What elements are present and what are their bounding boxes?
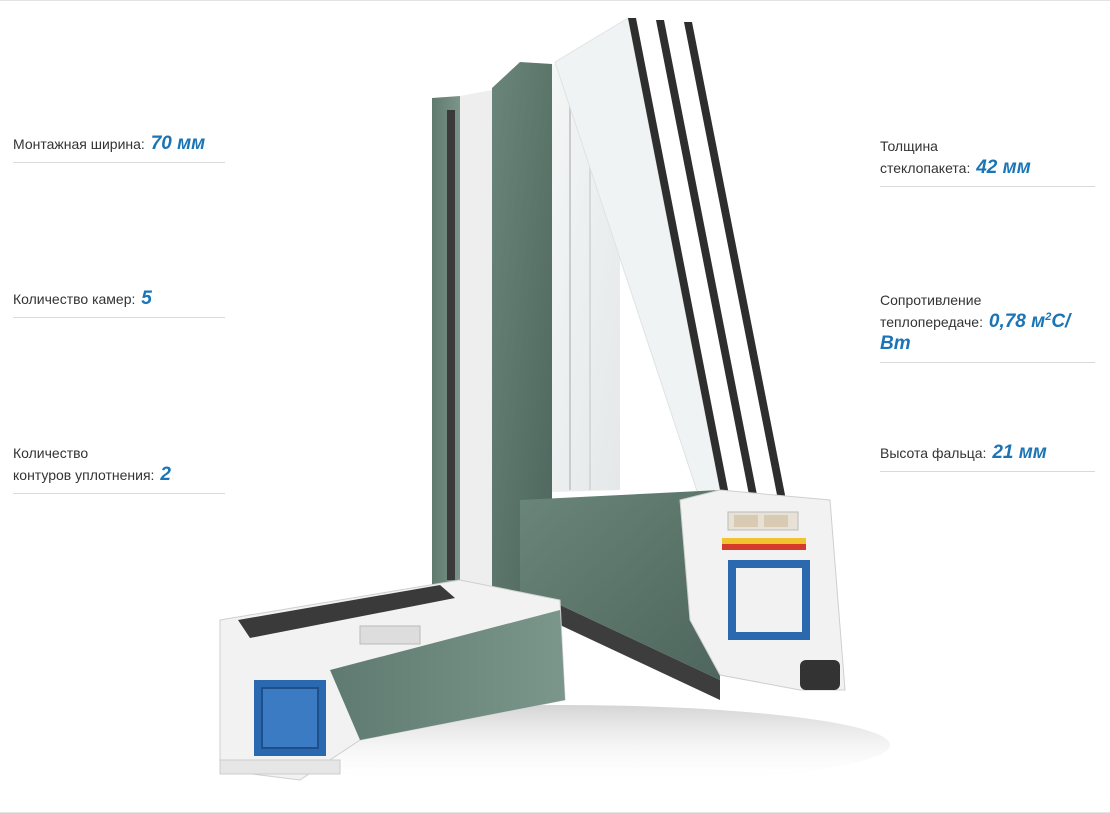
outer-frame-inner-face [460, 90, 492, 600]
spec-heat-resistance: Сопротивление теплопередаче: 0,78 м2С/Вт [880, 290, 1095, 363]
glass-pane-3 [684, 22, 786, 500]
sash-vertical [492, 62, 552, 600]
spec-label-line2: контуров уплотнения: [13, 467, 155, 483]
outer-frame-vertical [432, 96, 460, 600]
spec-value: 2 [160, 464, 171, 485]
spec-value: 5 [141, 288, 152, 309]
spec-label-line1: Количество [13, 445, 89, 461]
spec-value: 0,78 м2С/Вт [880, 311, 1070, 354]
spec-value-main: 0,78 м [988, 311, 1046, 332]
spec-value-sup: 2 [1045, 311, 1052, 323]
spec-value: 42 мм [976, 157, 1031, 178]
spec-label-line1: Толщина [880, 138, 938, 154]
spec-chambers: Количество камер: 5 [13, 288, 225, 318]
glass-pane-1 [628, 18, 730, 500]
spec-label: Количество камер: [13, 291, 136, 307]
spec-value: 21 мм [992, 442, 1047, 463]
outer-frame-horizontal [330, 610, 565, 740]
glass-pane-2 [656, 20, 758, 500]
spec-value: 70 мм [150, 133, 206, 154]
spec-label-line2: стеклопакета: [880, 160, 971, 176]
spec-label-line1: Сопротивление [880, 292, 982, 308]
spec-label: Высота фальца: [880, 445, 987, 461]
spec-label: Монтажная ширина: [13, 136, 145, 152]
spec-value-tail: С/Вт [880, 311, 1071, 354]
spec-mounting-width: Монтажная ширина: 70 мм [13, 133, 225, 163]
sash-horizontal [520, 490, 720, 680]
spec-rebate-height: Высота фальца: 21 мм [880, 442, 1095, 472]
spec-glass-thickness: Толщина стеклопакета: 42 мм [880, 136, 1095, 187]
spec-label-line2: теплопередаче: [880, 314, 983, 330]
spec-seal-contours: Количество контуров уплотнения: 2 [13, 443, 225, 494]
